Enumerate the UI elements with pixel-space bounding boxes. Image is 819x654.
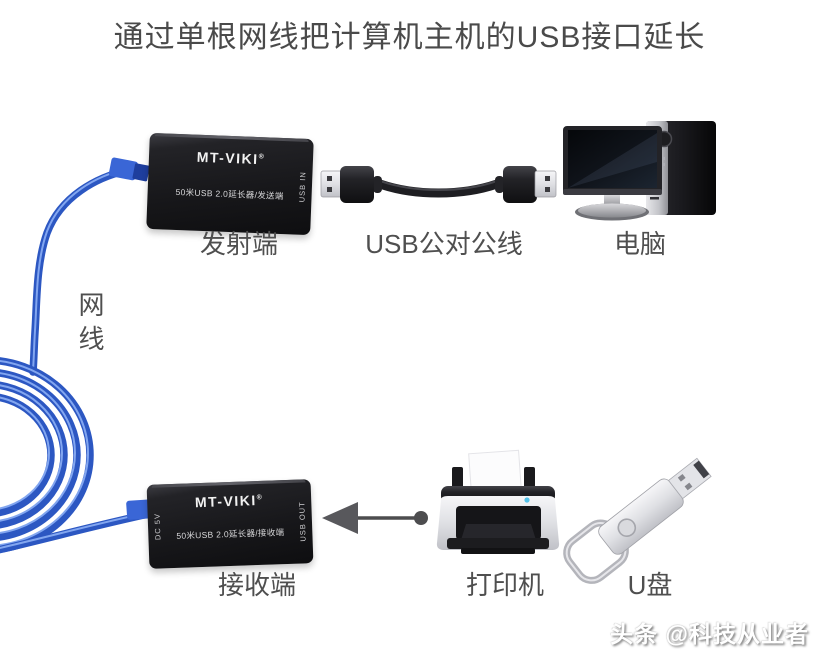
usb-cable-graphic bbox=[320, 166, 557, 203]
caption-network-cable: 网线 bbox=[75, 291, 105, 359]
caption-receiver: 接收端 bbox=[217, 570, 296, 600]
printer-illustration bbox=[436, 449, 560, 554]
caption-usb-drive: U盘 bbox=[627, 570, 673, 600]
usb-in-port-label: USB IN bbox=[297, 171, 308, 203]
page-title: 通过单根网线把计算机主机的USB接口延长 bbox=[113, 21, 706, 54]
transmitter-model-text: 50米USB 2.0延长器/发送端 bbox=[175, 186, 284, 202]
arrow-to-receiver bbox=[322, 502, 428, 534]
usb-out-port-label: USB OUT bbox=[297, 501, 308, 542]
receiver-device: MT-VIKI® 50米USB 2.0延长器/接收端 USB OUT DC 5V bbox=[146, 479, 314, 569]
brand-logo: MT-VIKI® bbox=[194, 492, 264, 511]
usb-drive-illustration bbox=[563, 457, 712, 584]
rj45-plug-top bbox=[108, 157, 150, 182]
caption-printer: 打印机 bbox=[465, 570, 544, 600]
caption-computer: 电脑 bbox=[613, 229, 666, 259]
registered-mark: ® bbox=[258, 153, 266, 161]
receiver-model-text: 50米USB 2.0延长器/接收端 bbox=[176, 527, 285, 541]
caption-usb-cable: USB公对公线 bbox=[365, 229, 523, 259]
registered-mark: ® bbox=[256, 494, 264, 502]
caption-transmitter: 发射端 bbox=[199, 229, 278, 259]
network-cable-graphic bbox=[0, 165, 162, 554]
transmitter-device: MT-VIKI® 50米USB 2.0延长器/发送端 USB IN bbox=[146, 132, 314, 236]
brand-logo: MT-VIKI® bbox=[196, 148, 266, 168]
computer-illustration bbox=[563, 121, 716, 221]
watermark: 头条 @科技从业者 bbox=[610, 621, 809, 647]
dc-power-label: DC 5V bbox=[152, 512, 163, 541]
